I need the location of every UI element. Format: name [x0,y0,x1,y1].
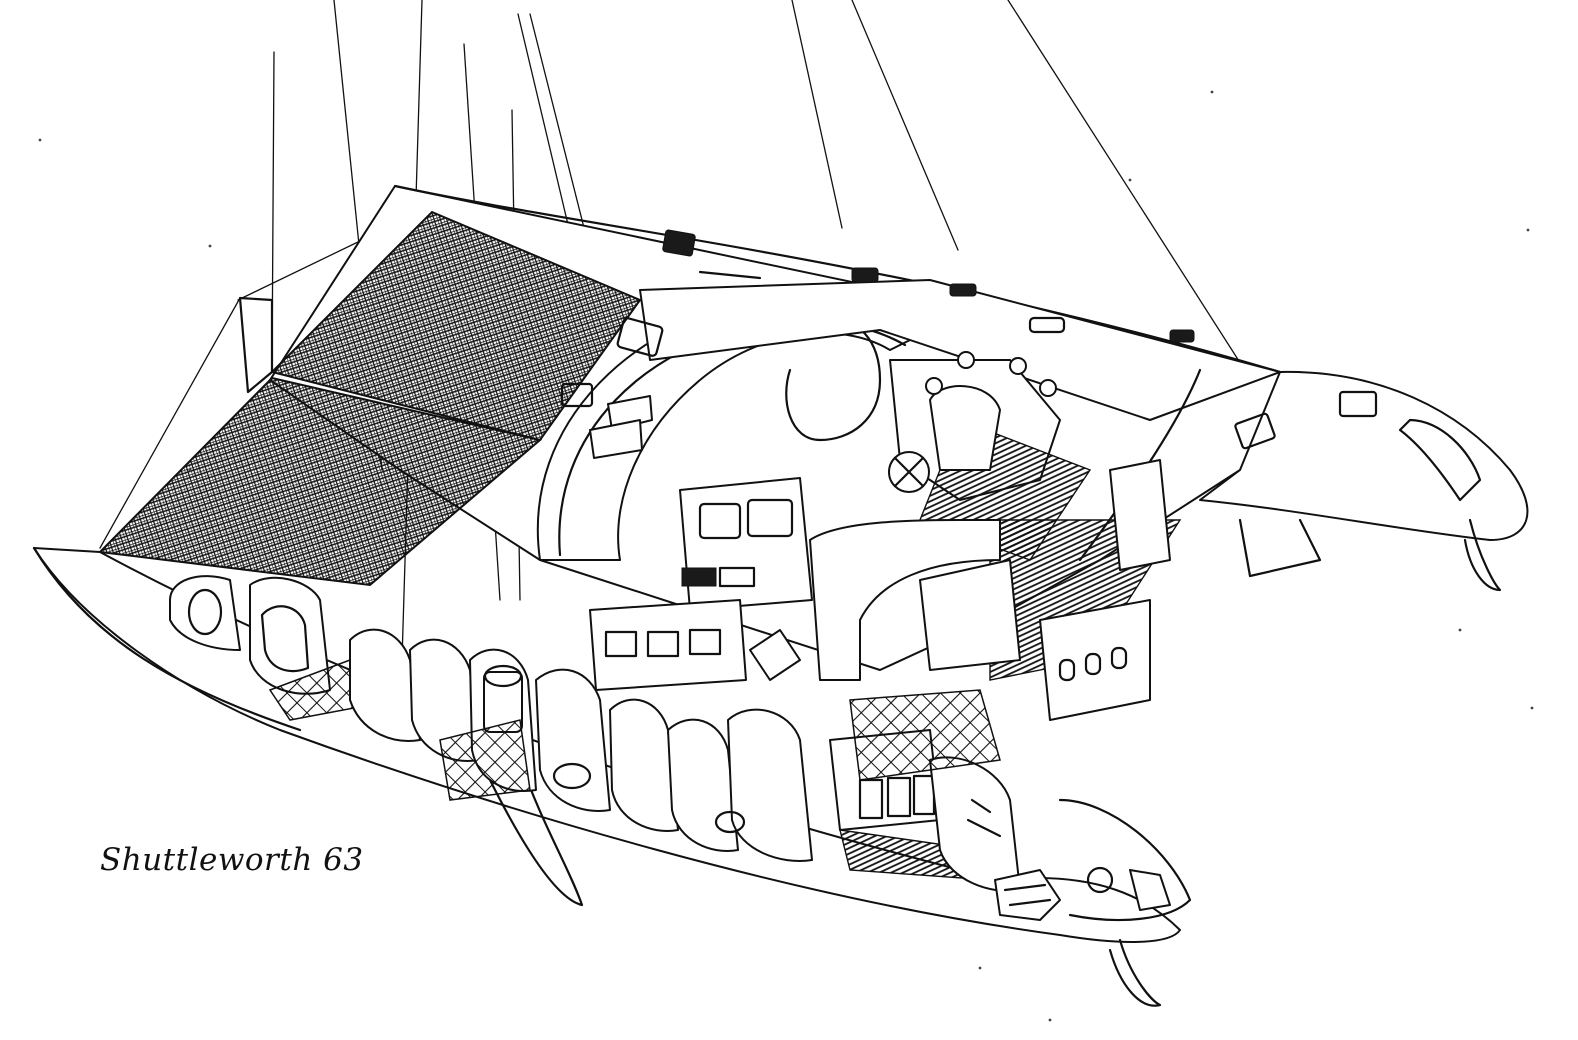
engine [994,866,1171,921]
mast-base [589,395,653,459]
paper-specks [38,90,1534,1022]
starboard-hull-bulkheads [1039,459,1171,721]
saloon-deckhouse [536,279,1378,561]
starboard-hull [1199,370,1529,592]
deck-hatches [662,229,1195,343]
saloon-interior [589,477,1021,781]
trampoline-netting [97,210,642,587]
drawing-caption: Shuttleworth 63 [100,842,364,878]
